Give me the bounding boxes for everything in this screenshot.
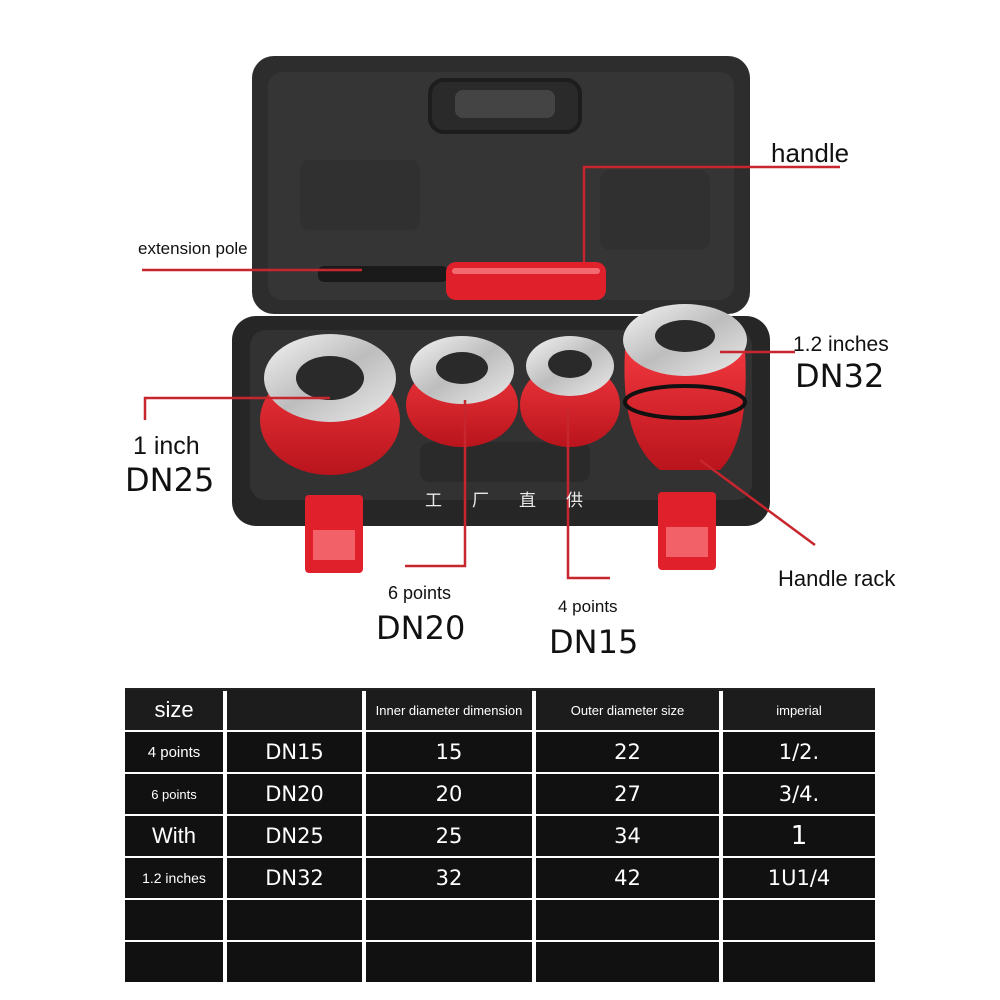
label-handle: handle bbox=[771, 138, 850, 168]
label-dn15: DN15 bbox=[549, 623, 639, 661]
latch-right bbox=[658, 492, 716, 570]
cell-imperial: 1U1/4 bbox=[723, 858, 875, 898]
table-row: With DN25 25 34 1 bbox=[125, 816, 875, 856]
table-header-row: size Inner diameter dimension Outer diam… bbox=[125, 690, 875, 730]
cell-size: 1.2 inches bbox=[125, 858, 223, 898]
cell-size: 6 points bbox=[125, 774, 223, 814]
cell-imperial: 1 bbox=[723, 816, 875, 856]
cell-size bbox=[125, 942, 223, 982]
header-inner-diameter: Inner diameter dimension bbox=[366, 690, 532, 730]
cell-inner: 15 bbox=[366, 732, 532, 772]
die-dn25 bbox=[260, 334, 400, 475]
cell-inner: 25 bbox=[366, 816, 532, 856]
header-blank bbox=[227, 690, 362, 730]
die-dn32 bbox=[623, 304, 747, 470]
table-row bbox=[125, 942, 875, 982]
cell-imperial bbox=[723, 900, 875, 940]
cell-dn: DN15 bbox=[227, 732, 362, 772]
label-1-inch: 1 inch bbox=[133, 432, 200, 460]
cell-outer: 42 bbox=[536, 858, 719, 898]
cell-outer bbox=[536, 942, 719, 982]
label-dn32: DN32 bbox=[795, 357, 885, 395]
table-top-rule bbox=[125, 688, 875, 691]
cell-imperial: 3/4. bbox=[723, 774, 875, 814]
cell-size bbox=[125, 900, 223, 940]
cell-dn: DN20 bbox=[227, 774, 362, 814]
product-image bbox=[142, 56, 840, 580]
cell-outer bbox=[536, 900, 719, 940]
header-imperial: imperial bbox=[723, 690, 875, 730]
cell-inner bbox=[366, 942, 532, 982]
label-4-points: 4 points bbox=[558, 597, 618, 616]
cell-outer: 22 bbox=[536, 732, 719, 772]
latch-left bbox=[305, 495, 363, 573]
label-1-2-inches: 1.2 inches bbox=[793, 333, 889, 356]
cell-outer: 34 bbox=[536, 816, 719, 856]
cell-inner: 20 bbox=[366, 774, 532, 814]
label-6-points: 6 points bbox=[388, 583, 452, 603]
cell-size: With bbox=[125, 816, 223, 856]
table-row: 6 points DN20 20 27 3/4. bbox=[125, 774, 875, 814]
die-dn20 bbox=[406, 336, 518, 447]
leader-lines bbox=[142, 165, 840, 580]
header-outer-diameter: Outer diameter size bbox=[536, 690, 719, 730]
table-row: 4 points DN15 15 22 1/2. bbox=[125, 732, 875, 772]
cell-inner: 32 bbox=[366, 858, 532, 898]
label-dn20: DN20 bbox=[376, 609, 466, 647]
cell-dn bbox=[227, 942, 362, 982]
cell-dn: DN32 bbox=[227, 858, 362, 898]
cell-inner bbox=[366, 900, 532, 940]
cell-imperial bbox=[723, 942, 875, 982]
cell-imperial: 1/2. bbox=[723, 732, 875, 772]
label-handle-rack: Handle rack bbox=[778, 566, 896, 591]
table-row: 1.2 inches DN32 32 42 1U1/4 bbox=[125, 858, 875, 898]
label-extension-pole: extension pole bbox=[138, 239, 248, 258]
cell-dn bbox=[227, 900, 362, 940]
cell-dn: DN25 bbox=[227, 816, 362, 856]
table-row bbox=[125, 900, 875, 940]
cell-outer: 27 bbox=[536, 774, 719, 814]
cell-size: 4 points bbox=[125, 732, 223, 772]
die-dn15 bbox=[520, 336, 620, 447]
label-dn25: DN25 bbox=[125, 461, 215, 499]
header-size: size bbox=[125, 690, 223, 730]
watermark: 工厂直供 bbox=[425, 491, 613, 511]
